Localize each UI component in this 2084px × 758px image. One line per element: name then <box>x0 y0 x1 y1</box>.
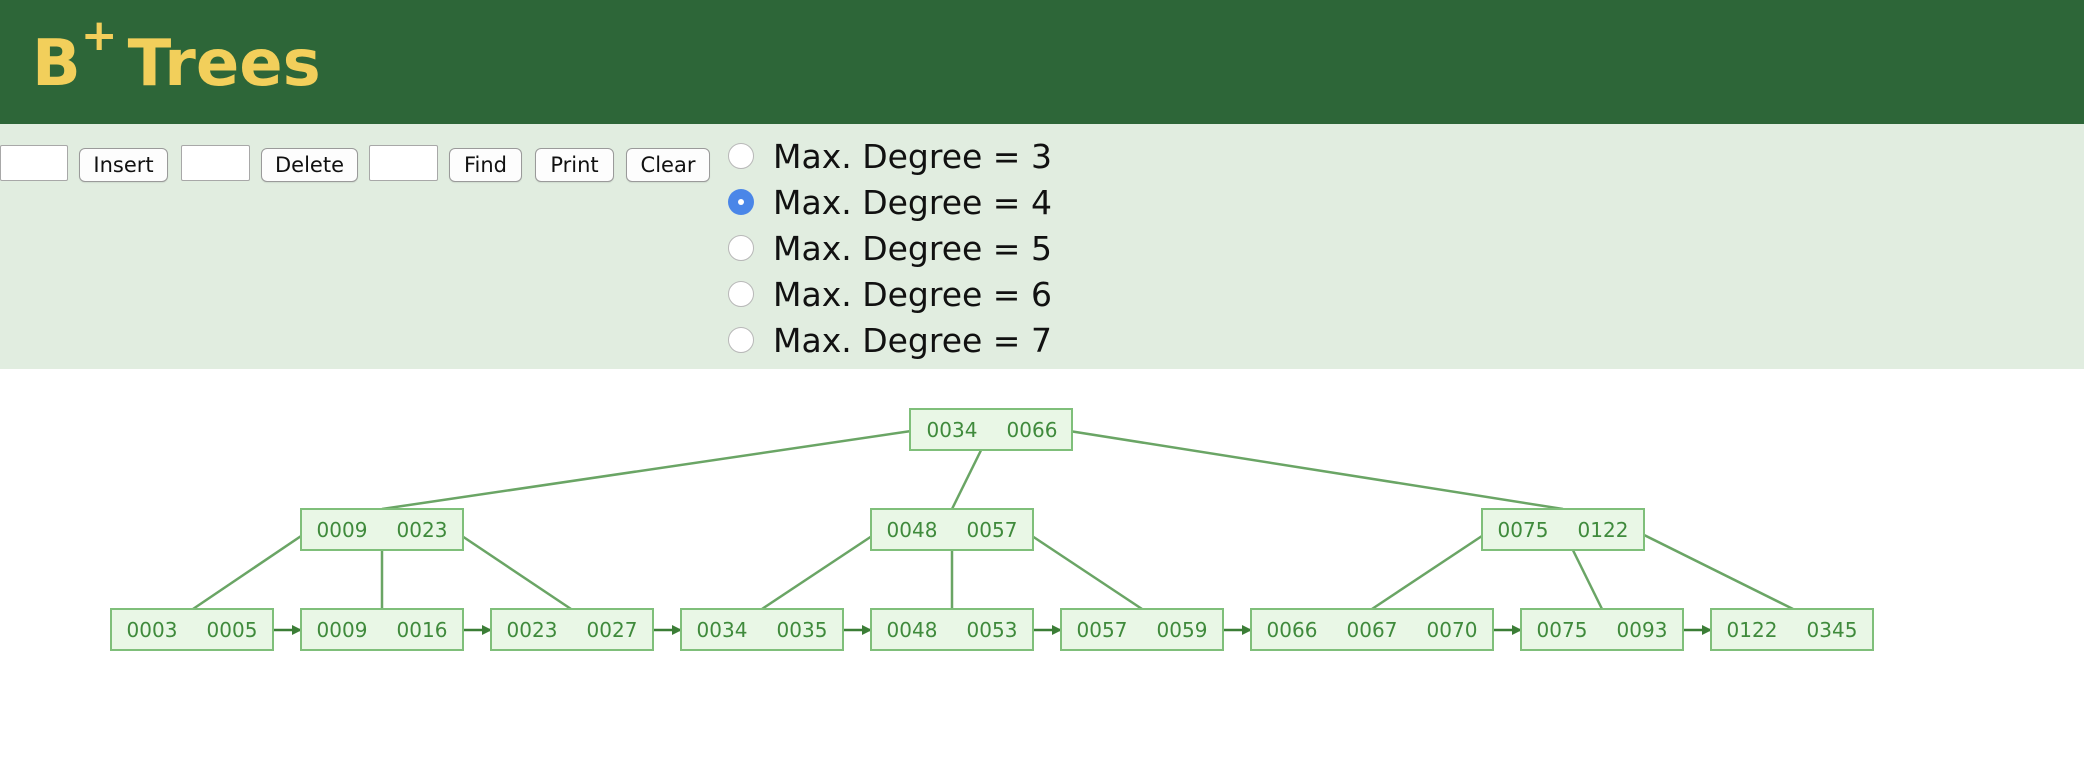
edge-internal2-to-leaf6 <box>1022 528 1143 611</box>
control-panel: Insert Delete Find Print Clear Max. Degr… <box>0 124 2084 369</box>
degree-label-6: Max. Degree = 6 <box>773 274 1052 314</box>
leaf-key: 0009 <box>317 618 368 642</box>
tree-leaf-node: 0009 0016 <box>300 608 464 651</box>
leaf-key: 0005 <box>207 618 258 642</box>
page-title: B+Trees <box>32 14 321 108</box>
internal-key: 0122 <box>1578 518 1629 542</box>
leaf-key: 0048 <box>887 618 938 642</box>
leaf-key: 0345 <box>1807 618 1858 642</box>
title-superscript: + <box>80 10 118 61</box>
edge-internal1-to-leaf3 <box>452 528 572 611</box>
insert-input[interactable] <box>0 145 68 181</box>
leaf-key: 0035 <box>777 618 828 642</box>
insert-button[interactable]: Insert <box>79 148 168 182</box>
leaf-key: 0023 <box>507 618 558 642</box>
tree-leaf-node: 0075 0093 <box>1520 608 1684 651</box>
find-button[interactable]: Find <box>449 148 522 182</box>
radio-degree-3[interactable] <box>728 143 754 169</box>
internal-key: 0009 <box>317 518 368 542</box>
delete-input[interactable] <box>181 145 250 181</box>
degree-option-3[interactable]: Max. Degree = 3 <box>728 136 1052 176</box>
tree-internal-node: 0075 0122 <box>1481 508 1645 551</box>
bplus-tree-canvas: 0034 0066 0009 0023 0048 0057 0075 0122 … <box>110 408 1874 651</box>
degree-label-3: Max. Degree = 3 <box>773 136 1052 176</box>
leaf-key: 0016 <box>397 618 448 642</box>
title-main: B <box>32 27 81 101</box>
degree-label-5: Max. Degree = 5 <box>773 228 1052 268</box>
clear-button[interactable]: Clear <box>626 148 710 182</box>
degree-option-4[interactable]: Max. Degree = 4 <box>728 182 1052 222</box>
radio-degree-4[interactable] <box>728 189 754 215</box>
leaf-key: 0034 <box>697 618 748 642</box>
tree-internal-node: 0009 0023 <box>300 508 464 551</box>
leaf-key: 0053 <box>967 618 1018 642</box>
tree-leaf-node: 0034 0035 <box>680 608 844 651</box>
radio-degree-5[interactable] <box>728 235 754 261</box>
tree-leaf-node: 0048 0053 <box>870 608 1034 651</box>
root-key-1: 0034 <box>927 418 978 442</box>
tree-internal-node: 0048 0057 <box>870 508 1034 551</box>
degree-option-6[interactable]: Max. Degree = 6 <box>728 274 1052 314</box>
internal-key: 0023 <box>397 518 448 542</box>
app-header: B+Trees <box>0 0 2084 124</box>
print-button[interactable]: Print <box>535 148 614 182</box>
find-input[interactable] <box>369 145 438 181</box>
tree-leaf-node: 0066 0067 0070 <box>1250 608 1494 651</box>
delete-button[interactable]: Delete <box>261 148 358 182</box>
root-key-2: 0066 <box>1007 418 1058 442</box>
leaf-key: 0057 <box>1077 618 1128 642</box>
tree-leaf-node: 0003 0005 <box>110 608 274 651</box>
tree-root-node: 0034 0066 <box>909 408 1073 451</box>
edge-root-to-internal-1 <box>381 428 919 511</box>
tree-leaf-node: 0023 0027 <box>490 608 654 651</box>
leaf-key: 0070 <box>1427 618 1478 642</box>
title-rest: Trees <box>127 27 321 101</box>
tree-leaf-node: 0057 0059 <box>1060 608 1224 651</box>
edge-internal3-to-leaf7 <box>1371 528 1492 611</box>
edge-internal3-to-leaf9 <box>1633 528 1794 611</box>
edge-internal2-to-leaf4 <box>761 528 882 611</box>
degree-label-7: Max. Degree = 7 <box>773 320 1052 360</box>
degree-option-5[interactable]: Max. Degree = 5 <box>728 228 1052 268</box>
leaf-key: 0003 <box>127 618 178 642</box>
leaf-key: 0093 <box>1617 618 1668 642</box>
edge-internal1-to-leaf1 <box>192 528 311 611</box>
leaf-key: 0066 <box>1267 618 1318 642</box>
leaf-key: 0067 <box>1347 618 1398 642</box>
leaf-key: 0059 <box>1157 618 1208 642</box>
leaf-key: 0027 <box>587 618 638 642</box>
leaf-key: 0122 <box>1727 618 1778 642</box>
leaf-key: 0075 <box>1537 618 1588 642</box>
internal-key: 0048 <box>887 518 938 542</box>
internal-key: 0075 <box>1498 518 1549 542</box>
tree-leaf-node: 0122 0345 <box>1710 608 1874 651</box>
edge-root-to-internal-3 <box>1062 428 1564 511</box>
radio-degree-6[interactable] <box>728 281 754 307</box>
degree-label-4: Max. Degree = 4 <box>773 182 1052 222</box>
internal-key: 0057 <box>967 518 1018 542</box>
degree-option-7[interactable]: Max. Degree = 7 <box>728 320 1052 360</box>
radio-degree-7[interactable] <box>728 327 754 353</box>
